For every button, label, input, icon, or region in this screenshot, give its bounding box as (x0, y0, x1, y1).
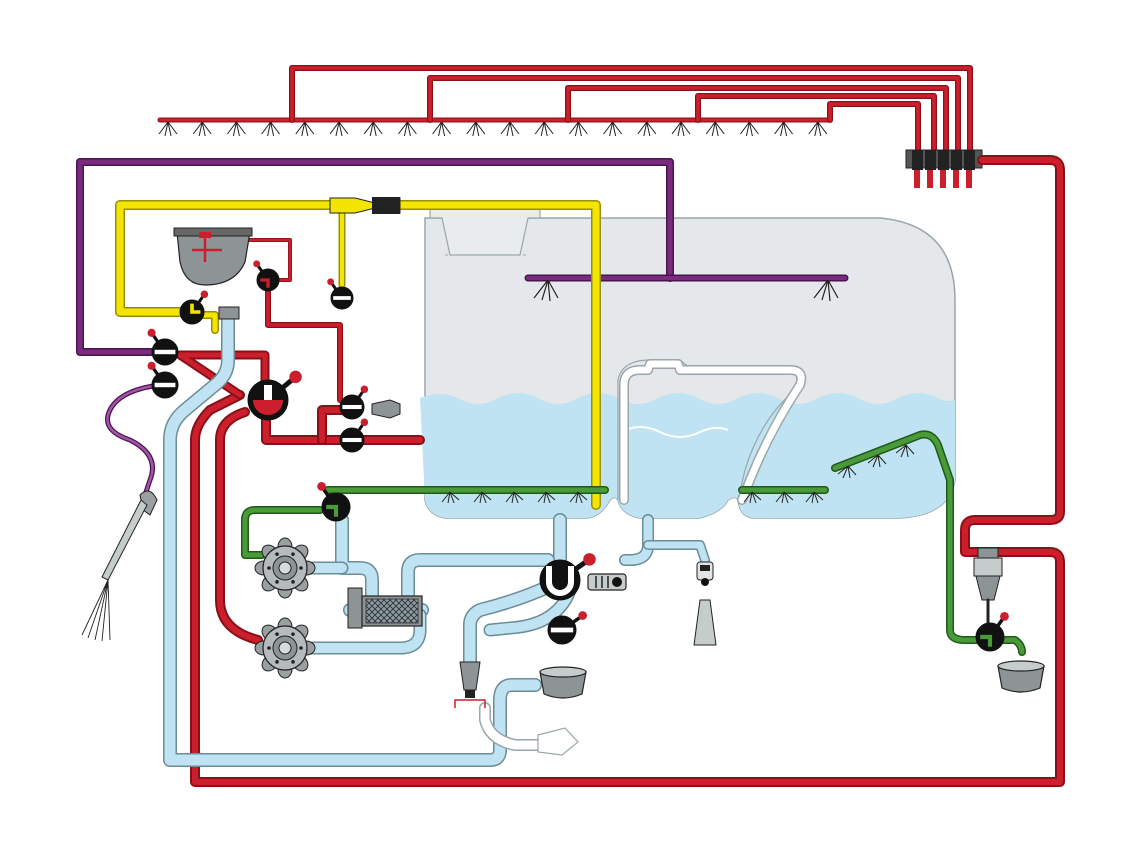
boom-nozzle-icon (227, 121, 246, 137)
rinse-tank-liquid-line (621, 426, 729, 438)
boom-feed-lines (157, 65, 983, 188)
hose-outlet-icon (454, 661, 486, 708)
agitation-lines (241, 430, 1026, 656)
boom-nozzle-icon (432, 121, 451, 137)
agitator-nozzle (743, 491, 762, 504)
agitation-drain-valve-icon (975, 611, 1009, 652)
boom-nozzle-icon (398, 121, 417, 137)
section-valve-block-icon (905, 149, 983, 188)
tank-rinse-nozzles (533, 279, 839, 302)
rinse-inlet-icon (218, 306, 240, 320)
pressure-control-valve-icon (247, 370, 302, 421)
boom-nozzle-icon (569, 121, 588, 137)
pressure-main-line (175, 155, 1065, 787)
sample-tap-icon (693, 561, 717, 646)
boom-nozzle-icon (158, 121, 178, 137)
boom-nozzle-icon (466, 121, 486, 137)
valves (147, 260, 1009, 652)
boom-nozzle-icon (740, 121, 759, 137)
hopper-valve-icon (179, 290, 209, 325)
boom-nozzle-icon (774, 121, 793, 137)
flush-valve-icon (339, 385, 369, 420)
return-line (479, 359, 807, 756)
boom-nozzle-icon (637, 121, 657, 137)
boom-nozzles (158, 121, 828, 137)
boom-nozzle-icon (603, 121, 622, 137)
drain-valve-icon (547, 611, 588, 645)
spray-gun-icon (81, 490, 158, 642)
diaphragm-pump-icon (254, 537, 316, 679)
suction-filter-icon (347, 587, 423, 629)
boom-nozzle-icon (705, 121, 725, 137)
agitator-nozzle (537, 491, 556, 504)
agitator-nozzle (837, 465, 857, 479)
induction-hopper-icon (173, 227, 253, 286)
agitator-nozzle (867, 454, 887, 468)
agitator-nozzle (505, 491, 524, 504)
boom-nozzle-icon (671, 121, 691, 137)
hopper-rinse-valve-icon (253, 260, 280, 292)
agitator-nozzle (441, 491, 460, 504)
rinse-valve-icon (147, 328, 179, 366)
fill-line (115, 197, 601, 510)
boom-nozzle-icon (192, 121, 212, 137)
pump (254, 537, 316, 599)
agitator-nozzle-icon (441, 444, 915, 504)
boom-nozzle-icon (534, 121, 554, 137)
boom-nozzle-icon (261, 121, 280, 137)
agitator-nozzle (805, 491, 824, 504)
boom-nozzle-icon (363, 121, 383, 137)
venturi-valve-icon (327, 278, 354, 310)
boom-nozzle-icon (295, 121, 315, 137)
suction-selector-valve-icon (539, 553, 596, 601)
boom-nozzle-icon (500, 121, 520, 137)
rinse-line (76, 158, 849, 498)
venturi-injector-icon (329, 197, 401, 214)
pump (254, 617, 316, 679)
agitator-nozzle (895, 444, 915, 458)
boom-nozzle-icon (329, 121, 349, 137)
agitator-nozzle (775, 491, 794, 504)
agitator-nozzle (473, 491, 492, 504)
drain-bowl-icon (539, 660, 1045, 699)
agitator-nozzle (569, 491, 588, 504)
return-valve-icon (339, 418, 369, 453)
test-nozzle-icon (371, 399, 401, 419)
pressure-filter-icon (973, 547, 1003, 627)
suction-lines (163, 308, 710, 767)
main-tank-icon (420, 204, 956, 519)
boom-nozzle-icon (808, 121, 828, 137)
spray-gun-valve-icon (147, 361, 179, 399)
inline-filter-icon (587, 573, 627, 591)
agitation-valve-icon (317, 481, 351, 522)
